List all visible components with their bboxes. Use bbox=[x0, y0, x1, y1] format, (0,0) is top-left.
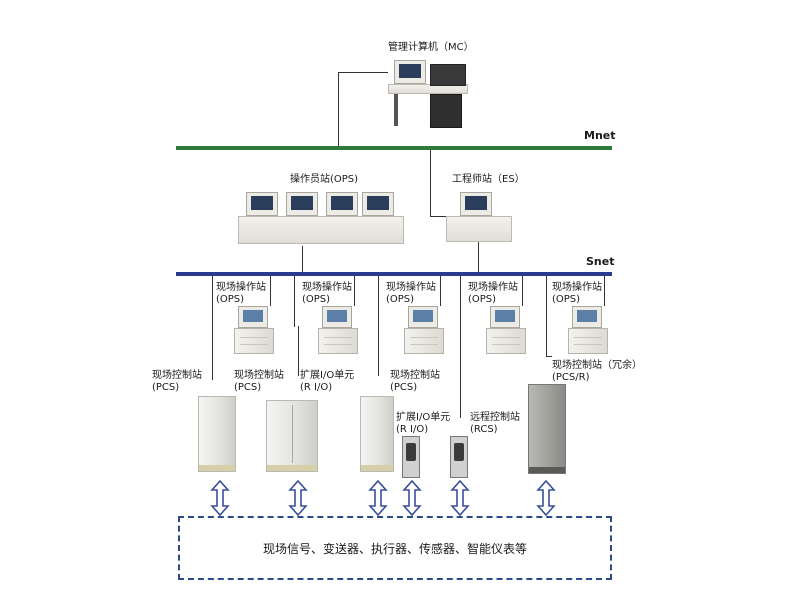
snet-label: Snet bbox=[586, 255, 615, 268]
ops-monitor-2 bbox=[286, 192, 318, 216]
field-ops-3-label: 现场操作站(OPS) bbox=[386, 282, 436, 305]
snet-drop-ops-5 bbox=[604, 276, 605, 306]
arrow-icon-3 bbox=[368, 480, 388, 516]
field-ops-5-label: 现场操作站(OPS) bbox=[552, 282, 602, 305]
field-ops-2-label: 现场操作站(OPS) bbox=[302, 282, 352, 305]
snet-bus bbox=[176, 272, 612, 276]
mnet-to-es-h bbox=[430, 216, 450, 217]
field-ops-2-station bbox=[318, 306, 358, 354]
field-ops-4-label: 现场操作站(OPS) bbox=[468, 282, 518, 305]
field-ops-4-station bbox=[486, 306, 526, 354]
snet-drop-ops-1 bbox=[270, 276, 271, 306]
arrow-icon-1 bbox=[210, 480, 230, 516]
snet-link-pcs-2 bbox=[294, 326, 295, 327]
pcs-3-label: 现场控制站(PCS) bbox=[390, 370, 440, 393]
pcsr-cabinet bbox=[528, 384, 566, 474]
field-ops-3-station bbox=[404, 306, 444, 354]
field-ops-5-station bbox=[568, 306, 608, 354]
snet-drop-pcsr bbox=[546, 276, 547, 356]
ops-desk bbox=[238, 216, 404, 244]
ops-monitor-1 bbox=[246, 192, 278, 216]
es-monitor bbox=[460, 192, 492, 216]
mc-desk bbox=[388, 84, 468, 94]
arrow-icon-2 bbox=[288, 480, 308, 516]
es-label: 工程师站（ES） bbox=[452, 174, 525, 185]
ops-to-snet bbox=[302, 246, 303, 274]
arrow-icon-5 bbox=[450, 480, 470, 516]
snet-drop-rcs bbox=[460, 276, 461, 418]
field-devices-box: 现场信号、变送器、执行器、传感器、智能仪表等 bbox=[178, 516, 612, 580]
snet-drop-pcsr-h bbox=[546, 356, 552, 357]
rio-2-box bbox=[402, 436, 420, 478]
mnet-to-es-v bbox=[430, 150, 431, 216]
ops-monitor-3 bbox=[326, 192, 358, 216]
mc-monitor bbox=[394, 60, 426, 84]
snet-drop-ops-3 bbox=[440, 276, 441, 306]
ops-monitor-4 bbox=[362, 192, 394, 216]
pcs-1-label: 现场控制站(PCS) bbox=[152, 370, 202, 393]
snet-drop-pcs-1 bbox=[212, 276, 213, 380]
pcsr-label: 现场控制站（冗余）(PCS/R) bbox=[552, 360, 642, 383]
rio-1-label: 扩展I/O单元(R I/O) bbox=[300, 370, 355, 393]
arrow-icon-6 bbox=[536, 480, 556, 516]
rio-2-label: 扩展I/O单元(R I/O) bbox=[396, 412, 451, 435]
pcs-2-cabinet bbox=[266, 400, 318, 472]
ops-label: 操作员站(OPS) bbox=[290, 174, 359, 185]
field-ops-1-label: 现场操作站(OPS) bbox=[216, 282, 266, 305]
mc-label: 管理计算机（MC） bbox=[388, 42, 474, 53]
field-devices-text: 现场信号、变送器、执行器、传感器、智能仪表等 bbox=[262, 542, 527, 556]
mc-leg bbox=[394, 94, 398, 126]
pcs-2-label: 现场控制站(PCS) bbox=[234, 370, 284, 393]
es-console bbox=[446, 190, 512, 242]
snet-drop-ops-2 bbox=[354, 276, 355, 306]
pcs-1-cabinet bbox=[198, 396, 236, 472]
pcs-3-cabinet bbox=[360, 396, 394, 472]
mc-server-rack bbox=[430, 64, 466, 86]
mc-connector-v bbox=[338, 72, 339, 148]
snet-drop-ops-4 bbox=[522, 276, 523, 306]
es-to-snet bbox=[478, 242, 479, 274]
rcs-label: 远程控制站(RCS) bbox=[470, 412, 520, 435]
snet-drop-pcs-3 bbox=[378, 276, 379, 376]
mc-computer bbox=[388, 58, 468, 128]
mc-tower bbox=[430, 94, 462, 128]
field-ops-1-station bbox=[234, 306, 274, 354]
arrow-icon-4 bbox=[402, 480, 422, 516]
mc-connector-h bbox=[338, 72, 388, 73]
snet-drop-pcs-2 bbox=[294, 276, 295, 326]
mnet-bus bbox=[176, 146, 612, 150]
snet-drop-rio-1 bbox=[298, 326, 299, 376]
rcs-box bbox=[450, 436, 468, 478]
ops-console bbox=[238, 190, 404, 246]
es-desk bbox=[446, 216, 512, 242]
mnet-label: Mnet bbox=[584, 129, 616, 142]
